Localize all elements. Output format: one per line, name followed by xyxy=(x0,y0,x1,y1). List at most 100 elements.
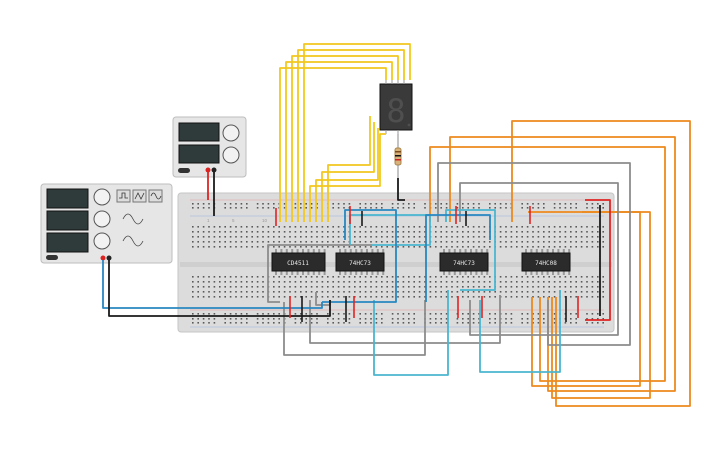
chip-pin xyxy=(443,249,445,253)
chip-pin xyxy=(307,271,310,275)
chip-74hc73-1[interactable]: 74HC73 xyxy=(335,252,385,272)
chip-pin xyxy=(302,271,304,275)
frequency-knob[interactable] xyxy=(93,188,111,206)
wire-yellow[interactable] xyxy=(285,61,393,222)
chip-pin xyxy=(275,271,277,275)
dc-power-supply[interactable] xyxy=(172,116,247,178)
wire-yellow[interactable] xyxy=(309,133,386,222)
wire-gray[interactable] xyxy=(459,182,619,336)
positive-terminal[interactable] xyxy=(205,167,211,173)
chip-74hc73-2[interactable]: 74HC73 xyxy=(439,252,489,272)
chip-pin xyxy=(382,249,385,253)
voltage-knob[interactable] xyxy=(222,124,240,142)
wire-red[interactable] xyxy=(585,199,611,321)
negative-terminal[interactable] xyxy=(211,167,217,173)
chip-pin xyxy=(448,249,451,253)
chip-pin xyxy=(557,271,560,275)
sine-wave-button[interactable] xyxy=(148,189,163,203)
chip-pin xyxy=(355,249,358,253)
wire-orange[interactable] xyxy=(429,146,666,382)
seven-segment-display[interactable]: 8 xyxy=(379,80,413,134)
chip-pin xyxy=(448,271,451,275)
column-number: 10 xyxy=(262,218,268,223)
chip-pin xyxy=(562,271,565,275)
chip-pin xyxy=(296,271,299,275)
chip-pin xyxy=(323,249,326,253)
wire-cyan[interactable] xyxy=(445,209,496,291)
chip-pin xyxy=(453,271,456,275)
square-wave-button[interactable] xyxy=(116,189,131,203)
wire-yellow[interactable] xyxy=(297,49,405,222)
wire-yellow[interactable] xyxy=(279,67,387,222)
wire-blue[interactable] xyxy=(102,260,323,309)
power-switch[interactable] xyxy=(178,168,190,173)
chip-pin xyxy=(344,249,347,253)
chip-pin xyxy=(382,271,385,275)
chip-pin xyxy=(480,249,483,253)
chip-pin xyxy=(525,271,527,275)
chip-pin xyxy=(541,271,544,275)
amplitude-knob[interactable] xyxy=(93,210,111,228)
chip-pin xyxy=(459,271,462,275)
chip-pin xyxy=(371,271,374,275)
chip-pin xyxy=(459,249,462,253)
chip-pin xyxy=(552,271,554,275)
chip-pin xyxy=(312,249,315,253)
power-switch[interactable] xyxy=(46,255,58,260)
resistor[interactable] xyxy=(394,134,402,178)
wire-orange[interactable] xyxy=(531,211,641,387)
output-positive-terminal[interactable] xyxy=(100,255,106,261)
display-digit: 8 xyxy=(386,92,405,130)
wire-orange[interactable] xyxy=(511,120,691,407)
chip-pin xyxy=(376,271,379,275)
wire-yellow[interactable] xyxy=(303,43,411,222)
chip-pin xyxy=(323,271,326,275)
offset-knob[interactable] xyxy=(93,232,111,250)
chip-pin xyxy=(360,249,363,253)
chip-74hc08[interactable]: 74HC08 xyxy=(521,252,571,272)
chip-pin xyxy=(275,249,277,253)
sine-wave-icon xyxy=(150,192,162,200)
column-number: 1 xyxy=(207,218,210,223)
chip-pin xyxy=(470,249,472,253)
chip-pin xyxy=(339,249,341,253)
wire-gray[interactable] xyxy=(309,295,501,344)
wire-cyan[interactable] xyxy=(373,290,449,376)
chip-pin xyxy=(302,249,304,253)
wire-yellow[interactable] xyxy=(315,128,379,222)
column-number: 5 xyxy=(232,218,235,223)
breadboard-holes xyxy=(192,203,604,324)
chip-pin xyxy=(486,249,489,253)
wire-black[interactable] xyxy=(397,178,405,201)
output-negative-terminal[interactable] xyxy=(106,255,112,261)
wire-yellow[interactable] xyxy=(321,122,375,222)
function-generator[interactable] xyxy=(40,183,173,264)
chip-pin xyxy=(285,249,288,253)
chip-pin xyxy=(371,249,374,253)
chip-label: CD4511 xyxy=(287,260,309,267)
chip-pin xyxy=(339,271,341,275)
wire-cyan[interactable] xyxy=(479,290,561,373)
chip-pin xyxy=(562,249,565,253)
chip-pin xyxy=(535,271,538,275)
wire-yellow[interactable] xyxy=(327,116,371,222)
chip-pin xyxy=(480,271,483,275)
wire-yellow[interactable] xyxy=(291,55,399,222)
chip-pin xyxy=(376,249,379,253)
wire-blue[interactable] xyxy=(425,214,491,302)
chip-pin xyxy=(296,249,299,253)
wire-blue[interactable] xyxy=(322,209,397,303)
chip-pin xyxy=(568,249,571,253)
wire-gray[interactable] xyxy=(437,162,631,346)
chip-cd4511[interactable]: CD4511 xyxy=(271,252,326,272)
wire-orange[interactable] xyxy=(449,136,676,392)
wire-gray[interactable] xyxy=(267,244,372,303)
wire-black[interactable] xyxy=(108,260,331,317)
wire-gray[interactable] xyxy=(283,300,426,356)
chip-pin xyxy=(453,249,456,253)
current-knob[interactable] xyxy=(222,146,240,164)
chip-pin xyxy=(349,271,352,275)
chip-pin xyxy=(280,249,283,253)
chip-pin xyxy=(557,249,560,253)
